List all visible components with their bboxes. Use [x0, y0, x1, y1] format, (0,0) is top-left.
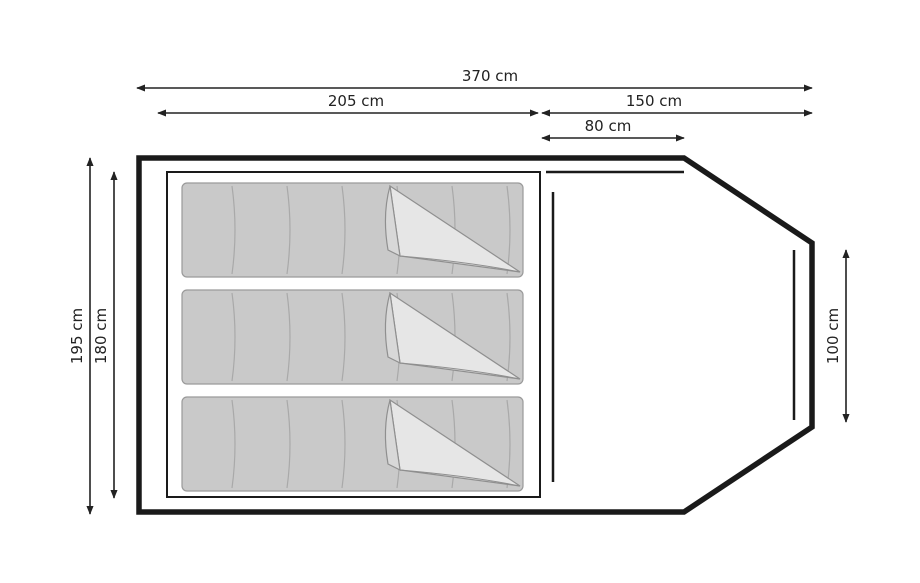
- sleeping-mat: [181, 396, 524, 492]
- dimension-label-outer-width: 195 cm: [68, 308, 86, 364]
- sleeping-mat: [181, 289, 524, 385]
- dimension-label-inner-length: 205 cm: [328, 92, 384, 110]
- dimension-label-inner-width: 180 cm: [92, 308, 110, 364]
- sleeping-mats: [181, 182, 524, 492]
- dimension-label-total-length: 370 cm: [462, 67, 518, 85]
- sleeping-mat: [181, 182, 524, 278]
- dimension-label-front-width: 100 cm: [824, 308, 842, 364]
- dimension-label-vestibule-partial: 80 cm: [585, 117, 632, 135]
- tent-outline: [136, 155, 815, 515]
- dimension-label-vestibule-length: 150 cm: [626, 92, 682, 110]
- inner-tent: [166, 171, 541, 498]
